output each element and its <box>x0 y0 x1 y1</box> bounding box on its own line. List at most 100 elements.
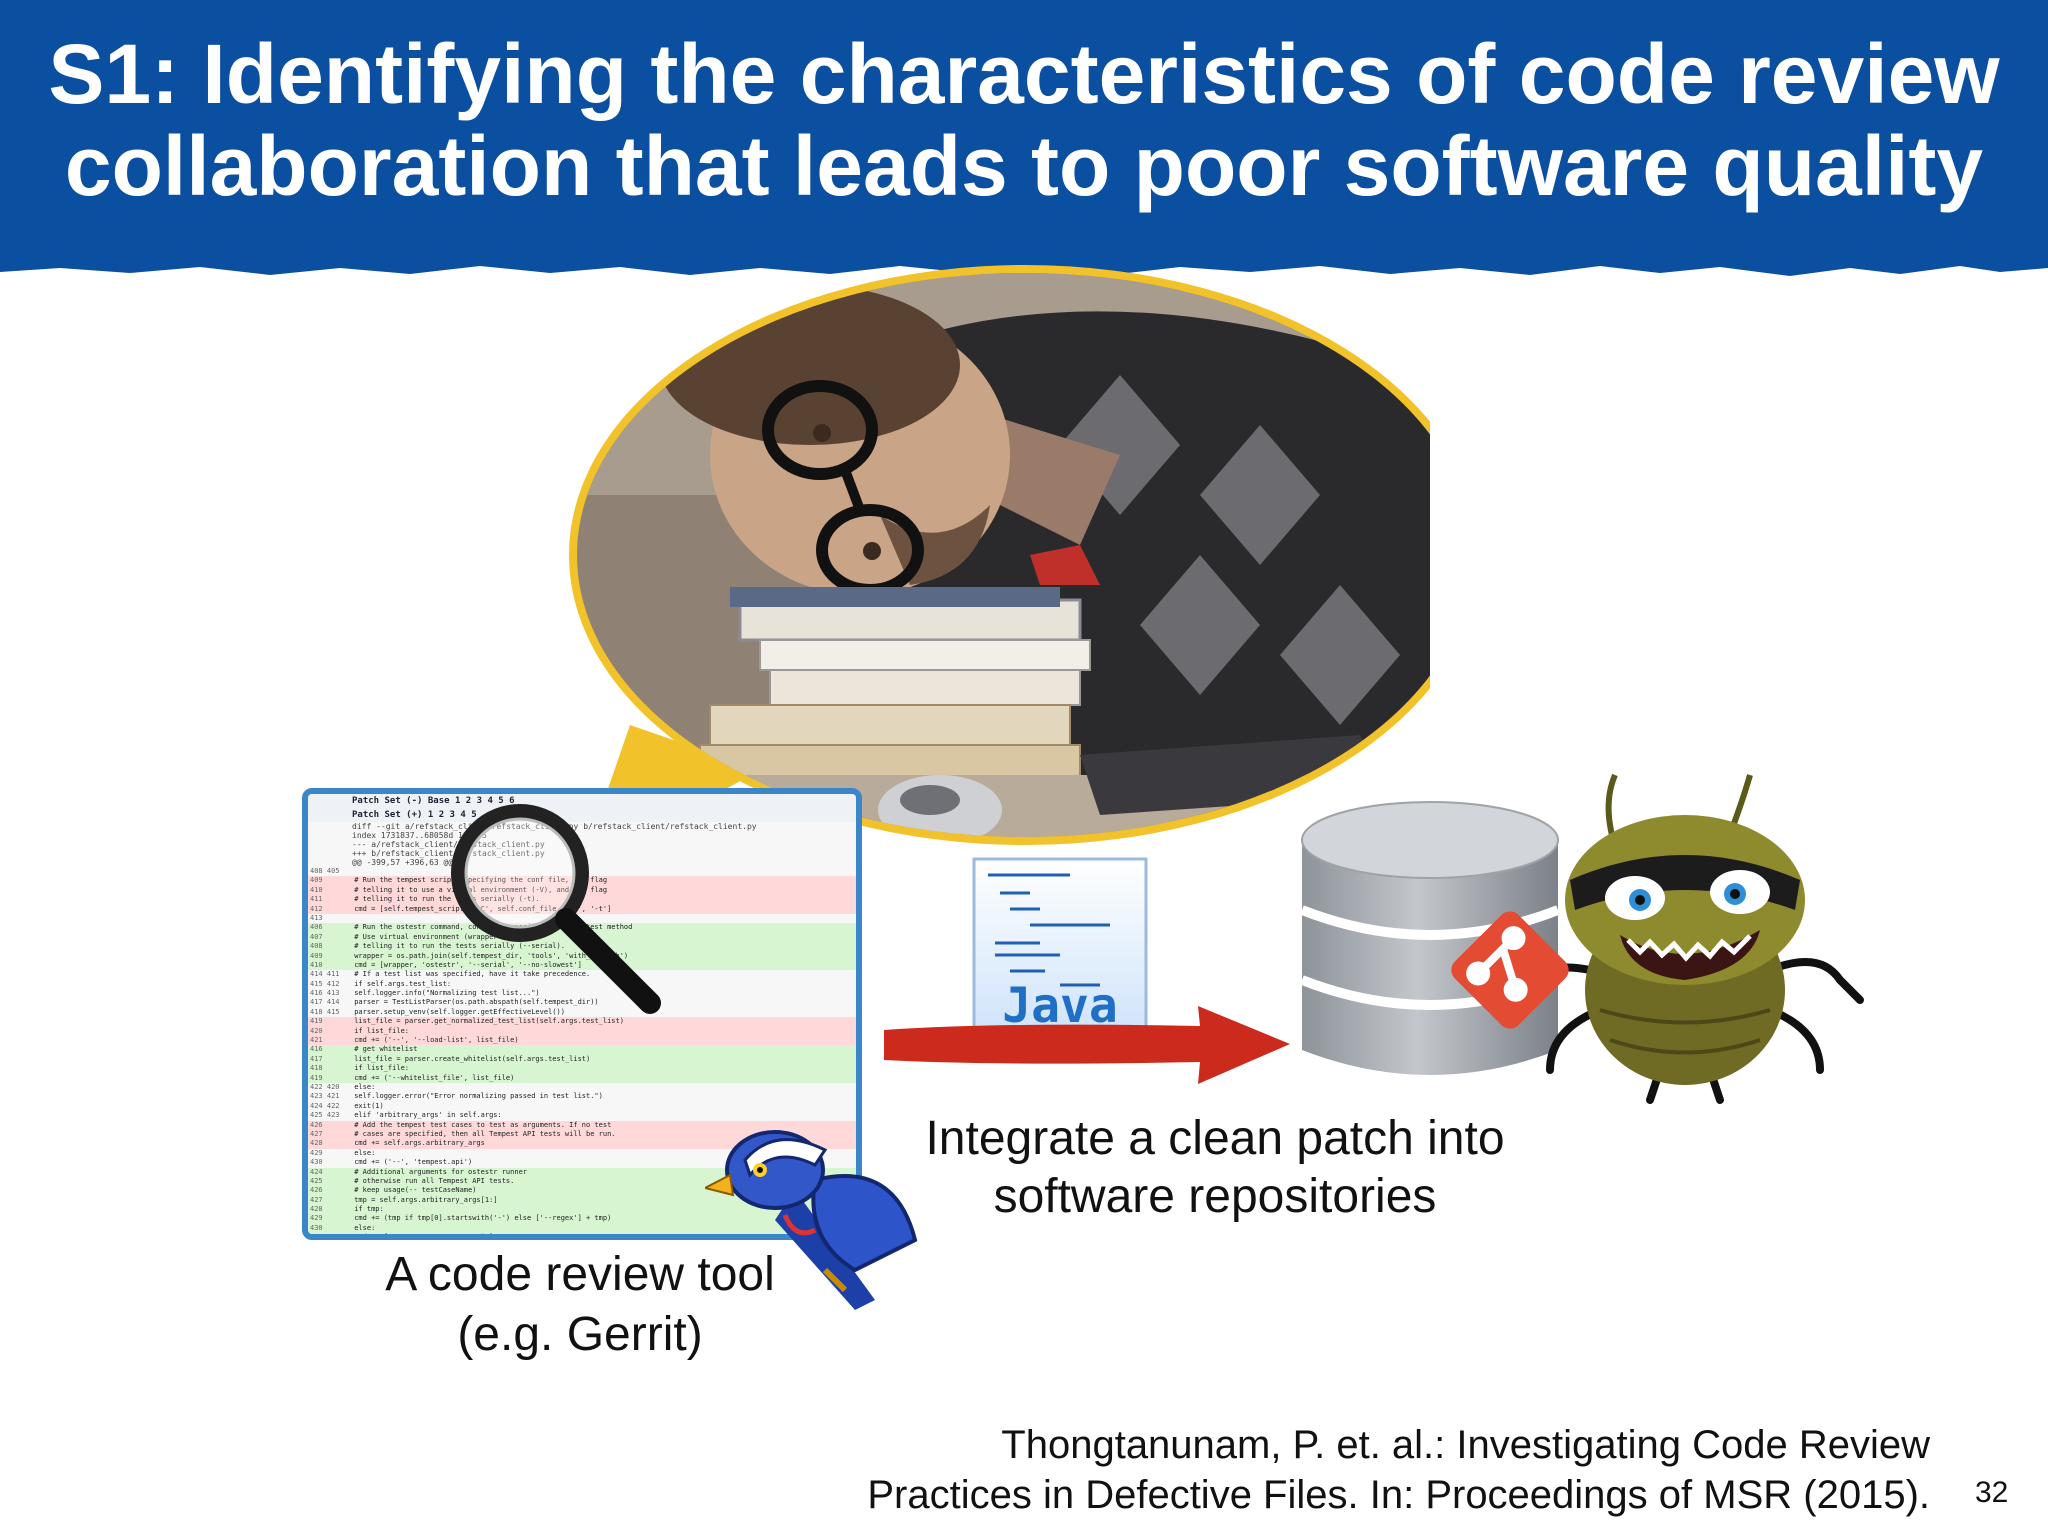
diff-line-code: cmd = [wrapper, 'ostestr', '--serial', '… <box>350 960 582 969</box>
diff-row: 429 else: <box>308 1149 856 1158</box>
patch-set-base-row: Patch Set (-) Base 1 2 3 4 5 6 <box>308 794 856 808</box>
patch-set-new-row: Patch Set (+) 1 2 3 4 5 <box>308 808 856 822</box>
slide-title: S1: Identifying the characteristics of c… <box>0 28 2048 212</box>
title-line-1: S1: Identifying the characteristics of c… <box>48 27 2000 121</box>
diff-row: 429 cmd += (tmp if tmp[0].startswith('-'… <box>308 1214 856 1224</box>
diff-line-code: self.logger.info("Normalizing test list.… <box>350 989 540 998</box>
diff-line-number: 425 423 <box>310 1111 340 1120</box>
diff-line-number: 429 <box>310 1148 323 1157</box>
citation: Thongtanunam, P. et. al.: Investigating … <box>780 1420 1930 1520</box>
diff-row: 428 cmd += self.args.arbitrary_args <box>308 1139 856 1149</box>
diff-line-number: 416 <box>310 1045 323 1054</box>
diff-line-code: list_file = parser.create_whitelist(self… <box>350 1054 591 1063</box>
integrate-caption-line-1: Integrate a clean patch into <box>925 1112 1505 1165</box>
title-banner <box>0 0 2048 276</box>
diff-row: 409 wrapper = os.path.join(self.tempest_… <box>308 951 856 961</box>
diff-row: 410 cmd = [wrapper, 'ostestr', '--serial… <box>308 960 856 971</box>
diff-row: 419 list_file = parser.get_normalized_te… <box>308 1017 856 1027</box>
java-label: Java <box>1002 978 1118 1034</box>
diff-line-code: # telling it to use a virtual environmen… <box>354 885 608 894</box>
diff-line-code: parser.setup_venv(self.logger.getEffecti… <box>350 1007 565 1016</box>
diff-line-code: exit(1) <box>350 1101 384 1110</box>
diff-line-code: # get whitelist <box>350 1045 418 1054</box>
diff-line-number: 429 <box>310 1214 323 1223</box>
diff-line-number: 425 <box>310 1176 323 1185</box>
diff-line-number: 431 <box>310 1233 323 1240</box>
diff-line-code: if list_file: <box>350 1026 410 1035</box>
page-number: 32 <box>1975 1476 2009 1509</box>
diff-row: 416 413 self.logger.info("Normalizing te… <box>308 989 856 998</box>
diff-row: 425 423 elif 'arbitrary_args' in self.ar… <box>308 1111 856 1120</box>
diff-line-number: 410 <box>310 960 323 969</box>
diff-line-number: 413 <box>310 913 323 922</box>
diff-line-number: 412 <box>310 904 323 913</box>
diff-line-number: 423 421 <box>310 1092 340 1101</box>
diff-row: 430 else: <box>308 1223 856 1234</box>
diff-row: 408 405 <box>308 867 856 876</box>
diff-line-number: 414 411 <box>310 970 340 979</box>
diff-line-code: wrapper = os.path.join(self.tempest_dir,… <box>350 951 629 960</box>
diff-line-code: cmd += ('--', '--load-list', list_file) <box>350 1036 519 1045</box>
software-bug-icon <box>1451 773 1864 1104</box>
diff-line-number: 426 <box>310 1186 323 1195</box>
diff-line-code: cmd = [self.tempest_script, '-C', self.c… <box>354 904 612 913</box>
diff-line-number: 410 <box>310 885 323 894</box>
citation-line-1: Thongtanunam, P. et. al.: Investigating … <box>1001 1423 1930 1467</box>
diff-row: 418 if list_file: <box>308 1064 856 1074</box>
diff-row: 414 411 # If a test list was specified, … <box>308 970 856 979</box>
diff-line-number: 421 <box>310 1036 323 1045</box>
diff-row: 430 cmd += ('--', 'tempest.api') <box>308 1158 856 1167</box>
diff-row: 425 # otherwise run all Tempest API test… <box>308 1176 856 1187</box>
magnifying-glass-icon <box>451 804 661 1014</box>
diff-line-number: 417 414 <box>310 998 340 1007</box>
diff-line-number: 406 <box>310 923 323 932</box>
diff-line-code: cmd += (tmp if tmp[0].startswith('-') el… <box>350 1214 612 1223</box>
diff-row: 427 tmp = self.args.arbitrary_args[1:] <box>308 1195 856 1206</box>
diff-row: 422 420 else: <box>308 1083 856 1092</box>
diff-line-number: 420 <box>310 1026 323 1035</box>
diff-header-line: --- a/refstack_client/refstack_client.py <box>352 840 545 849</box>
diff-line-number: 409 <box>310 876 323 885</box>
diff-line-code: # Add the tempest test cases to test as … <box>350 1120 612 1129</box>
code-review-tool-screenshot: Patch Set (-) Base 1 2 3 4 5 6 Patch Set… <box>302 788 862 1240</box>
diff-line-number: 419 <box>310 1017 323 1026</box>
diff-row: 423 421 self.logger.error("Error normali… <box>308 1092 856 1101</box>
diff-row: 428 if tmp: <box>308 1205 856 1215</box>
speech-bubble <box>569 265 1430 870</box>
diff-line-number: 422 420 <box>310 1082 340 1091</box>
diff-line-code: # Run the tempest script, specifying the… <box>354 876 608 885</box>
diff-line-number: 424 <box>310 1167 323 1176</box>
diff-line-number: 416 413 <box>310 989 340 998</box>
integrate-patch-caption: Integrate a clean patch into software re… <box>890 1110 1540 1226</box>
diff-row: 420 if list_file: <box>308 1026 856 1037</box>
diff-line-number: 427 <box>310 1129 323 1138</box>
code-review-tool-caption-line-1: A code review tool <box>385 1248 775 1301</box>
diff-line-number: 418 415 <box>310 1007 340 1016</box>
diff-line-number: 430 <box>310 1223 323 1232</box>
diff-line-code: # telling it to run the tests serially (… <box>350 895 540 904</box>
diff-line-code: cmd += self.args.arbitrary_args <box>350 1139 485 1148</box>
git-logo-icon <box>1451 911 1569 1029</box>
diff-line-code: if list_file: <box>350 1064 410 1073</box>
diff-line-number: 428 <box>310 1205 323 1214</box>
diff-line-code: else: <box>350 1223 376 1232</box>
diff-header-line: +++ b/refstack_client/refstack_client.py <box>352 849 545 858</box>
diff-line-number: 411 <box>310 895 323 904</box>
diff-line-code: if tmp: <box>350 1205 384 1214</box>
diff-row: 431 cmd += ['--regex', 'tempest.api'] <box>308 1233 856 1240</box>
diff-line-code: if self.args.test_list: <box>350 979 452 988</box>
diff-line-number: 428 <box>310 1139 323 1148</box>
integrate-caption-line-2: software repositories <box>993 1170 1437 1223</box>
diff-line-code: parser = TestListParser(os.path.abspath(… <box>350 998 599 1007</box>
diff-line-code: # Additional arguments for ostestr runne… <box>350 1167 528 1176</box>
diff-line-number: 419 <box>310 1073 323 1082</box>
gerrit-bird-icon <box>705 1130 918 1310</box>
diff-line-number: 427 <box>310 1195 323 1204</box>
diff-row: 416 # get whitelist <box>308 1045 856 1055</box>
diff-line-code: tmp = self.args.arbitrary_args[1:] <box>350 1195 498 1204</box>
integration-arrow-icon <box>884 1006 1290 1084</box>
diff-line-code: cmd += ('--whitelist_file', list_file) <box>350 1073 515 1082</box>
code-review-tool-caption: A code review tool (e.g. Gerrit) <box>330 1245 830 1365</box>
diff-row: 426 # Add the tempest test cases to test… <box>308 1120 856 1130</box>
diff-line-code: else: <box>350 1082 376 1091</box>
